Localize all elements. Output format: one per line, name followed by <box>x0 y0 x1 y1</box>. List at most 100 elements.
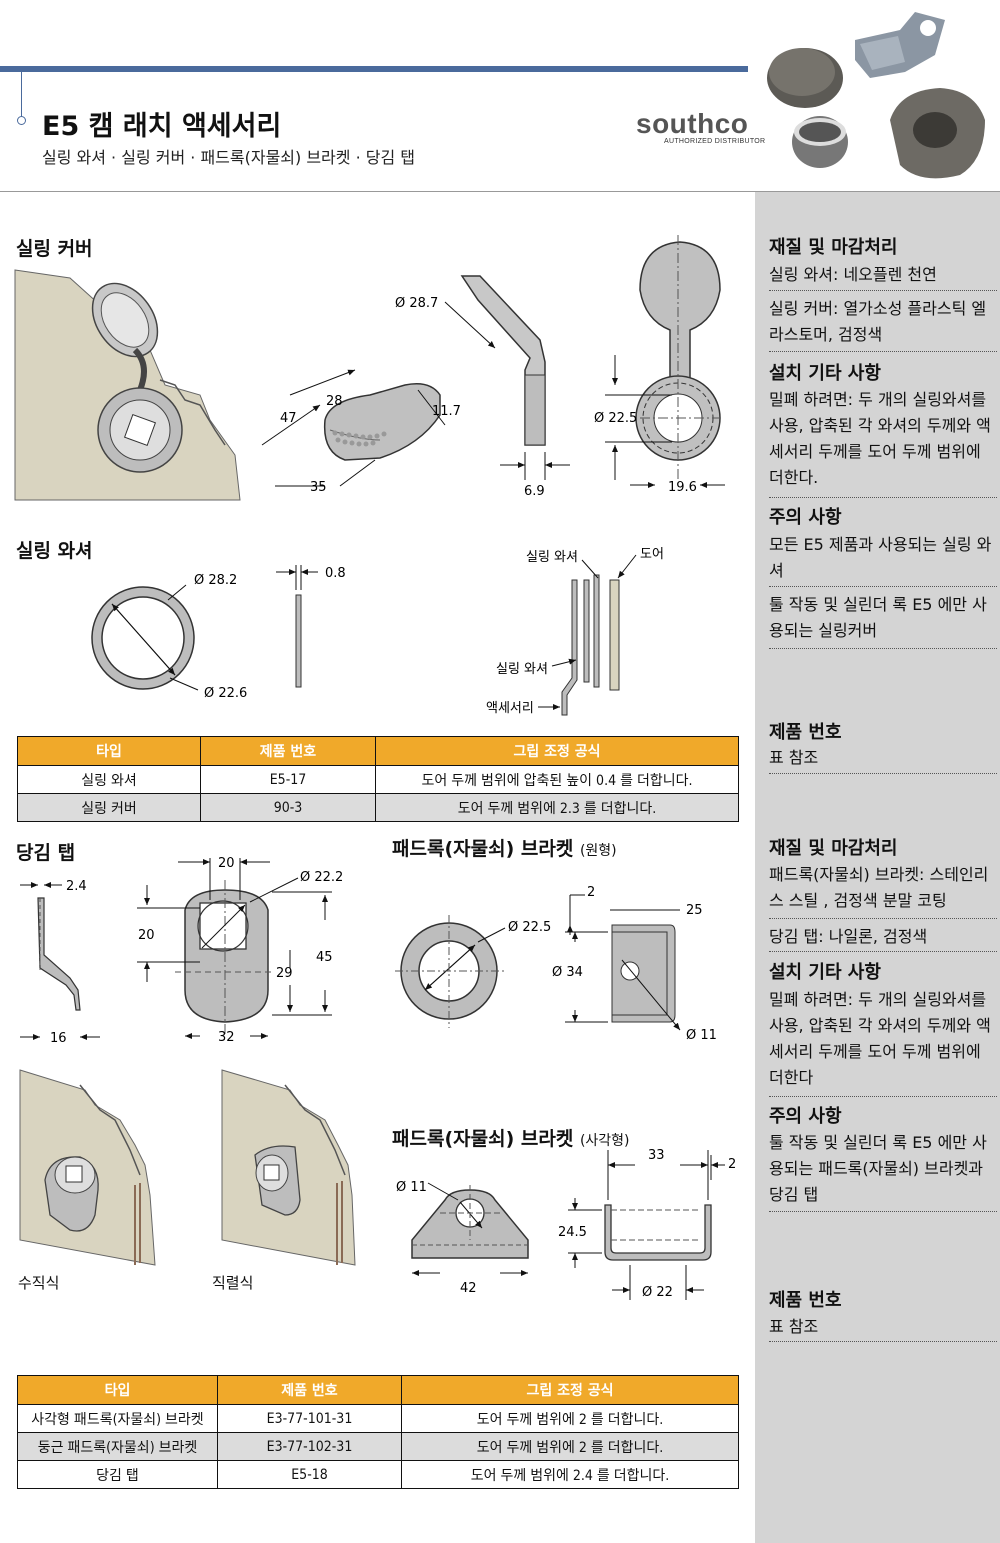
dim-label: 11.7 <box>432 404 461 419</box>
sidebar-partno-heading: 제품 번호 <box>769 722 842 743</box>
table-cell: 당김 탭 <box>17 1460 218 1489</box>
dim-label: Ø 11 <box>396 1180 427 1195</box>
caption-parallel: 직렬식 <box>212 1274 254 1292</box>
sidebar-divider <box>769 497 997 498</box>
square-bracket-front-view <box>411 1182 529 1276</box>
dim-label: Ø 28.2 <box>194 573 237 588</box>
table-header: 제품 번호 <box>217 1375 402 1405</box>
table-cell: 도어 두께 범위에 2.3 를 더합니다. <box>375 793 739 822</box>
dim-label: 16 <box>50 1031 67 1046</box>
dim-label: Ø 22 <box>642 1285 673 1300</box>
sidebar-text: 툴 작동 및 실린더 록 E5 에만 사용되는 실링커버 <box>769 595 987 640</box>
section-title-pull-tab: 당김 탭 <box>16 842 76 864</box>
sidebar-text: 실링 와셔: 네오플렌 천연 <box>769 265 937 284</box>
table-row: 사각형 패드록(자물쇠) 브라켓 E3-77-101-31 도어 두께 범위에 … <box>17 1404 739 1433</box>
square-bracket-side-view <box>568 1150 725 1300</box>
spec-table-washer-cover: 타입 제품 번호 그립 조정 공식 실링 와셔 E5-17 도어 두께 범위에 … <box>17 736 739 822</box>
dim-label: Ø 22.6 <box>204 686 247 701</box>
callout-label: 액세서리 <box>486 701 534 716</box>
table-cell: 실링 커버 <box>17 793 201 822</box>
table-header: 타입 <box>17 1375 218 1405</box>
sidebar-text: 모든 E5 제품과 사용되는 실링 와셔 <box>769 535 992 580</box>
dim-label: 45 <box>316 950 333 965</box>
cover-front-view <box>605 235 725 488</box>
page-title: E5 캠 래치 액세서리 <box>42 111 282 142</box>
table-row: 실링 와셔 E5-17 도어 두께 범위에 압축된 높이 0.4 를 더합니다. <box>17 765 739 794</box>
table-header: 그립 조정 공식 <box>401 1375 739 1405</box>
header-marker-dot <box>17 116 26 125</box>
section-title-sealing-cover: 실링 커버 <box>16 238 93 260</box>
sidebar-divider <box>769 1341 997 1342</box>
cover-install-illustration <box>14 269 241 501</box>
dim-label: Ø 34 <box>552 965 583 980</box>
table-header: 타입 <box>17 736 201 766</box>
bracket-photo <box>855 12 945 78</box>
pull-tab-side-view <box>20 882 100 1040</box>
table-cell: E5-17 <box>200 765 376 794</box>
dim-label: 2 <box>587 885 595 900</box>
section-title-sealing-washer: 실링 와셔 <box>16 540 93 562</box>
sidebar-divider <box>769 290 997 291</box>
caption-vertical: 수직식 <box>18 1274 60 1292</box>
washer-side-view <box>276 565 318 688</box>
sidebar-divider <box>769 586 997 587</box>
cover-side-view <box>444 275 570 480</box>
table-header: 제품 번호 <box>200 736 376 766</box>
dim-label: 25 <box>686 903 703 918</box>
sidebar-divider <box>769 1096 997 1097</box>
dim-label: 42 <box>460 1281 477 1296</box>
dim-label: 6.9 <box>524 484 545 499</box>
dim-label: 35 <box>310 480 327 495</box>
table-cell: 사각형 패드록(자물쇠) 브라켓 <box>17 1404 218 1433</box>
sidebar-panel <box>755 192 1000 1543</box>
table-row: 당김 탭 E5-18 도어 두께 범위에 2.4 를 더합니다. <box>17 1460 739 1489</box>
sidebar-caution-heading: 주의 사항 <box>769 1106 842 1127</box>
cover-3d-view <box>261 369 446 487</box>
sidebar-text: 툴 작동 및 실린더 록 E5 에만 사용되는 패드록(자물쇠) 브라켓과 당김… <box>769 1133 987 1204</box>
dim-label: 20 <box>218 856 235 871</box>
dim-label: 47 <box>280 411 297 426</box>
table-row: 실링 커버 90-3 도어 두께 범위에 2.3 를 더합니다. <box>17 793 739 822</box>
dim-label: 29 <box>276 966 293 981</box>
ring-photo <box>792 116 848 168</box>
round-bracket-side-view <box>565 894 681 1031</box>
dim-label: Ø 22.5 <box>508 920 551 935</box>
table-header: 그립 조정 공식 <box>375 736 739 766</box>
pull-tab-front-view <box>137 858 332 1039</box>
dim-label: 20 <box>138 928 155 943</box>
page-subtitle: 실링 와셔 · 실링 커버 · 패드록(자물쇠) 브라켓 · 당김 탭 <box>42 148 416 167</box>
sidebar-install-heading: 설치 기타 사항 <box>769 363 881 384</box>
table-cell: E3-77-102-31 <box>217 1432 402 1461</box>
sidebar-divider <box>769 951 997 952</box>
table-cell: 도어 두께 범위에 2.4 를 더합니다. <box>401 1460 739 1489</box>
round-bracket-front-view <box>395 915 506 1028</box>
table-cell: 도어 두께 범위에 2 를 더합니다. <box>401 1404 739 1433</box>
table-cell: E5-18 <box>217 1460 402 1489</box>
cover-photo <box>767 48 843 108</box>
dim-label: 0.8 <box>325 566 346 581</box>
callout-label: 도어 <box>640 547 664 562</box>
dim-label: Ø 11 <box>686 1028 717 1043</box>
sidebar-divider <box>769 1211 997 1212</box>
sidebar-partno-heading: 제품 번호 <box>769 1290 842 1311</box>
sidebar-text: 표 참조 <box>769 748 819 767</box>
header-divider <box>0 191 1000 192</box>
table-cell: 실링 와셔 <box>17 765 201 794</box>
sidebar-text: 밀폐 하려면: 두 개의 실링와셔를 사용, 압축된 각 와셔의 두께와 액세서… <box>769 390 991 487</box>
sidebar-caution-heading: 주의 사항 <box>769 507 842 528</box>
sidebar-text: 밀폐 하려면: 두 개의 실링와셔를 사용, 압축된 각 와셔의 두께와 액세서… <box>769 990 991 1087</box>
sidebar-divider <box>769 648 997 649</box>
callout-label: 실링 와셔 <box>526 550 578 565</box>
sidebar-divider <box>769 918 997 919</box>
table-cell: E3-77-101-31 <box>217 1404 402 1433</box>
sealing-washer-drawings: Ø 28.2 Ø 22.6 0.8 실링 와셔 도어 실링 와셔 액세서리 <box>91 547 664 716</box>
washer-stack-illustration <box>538 554 637 716</box>
sidebar-divider <box>769 351 997 352</box>
sidebar-text: 당김 탭: 나일론, 검정색 <box>769 927 928 946</box>
pull-tab-and-round-bracket-drawings: 2.4 16 20 20 Ø 22.2 45 29 32 Ø 22.5 2 25… <box>20 856 717 1046</box>
sidebar-text: 실링 커버: 열가소성 플라스틱 엘라스토머, 검정색 <box>769 299 987 344</box>
table-cell: 둥근 패드록(자물쇠) 브라켓 <box>17 1432 218 1461</box>
sidebar-text: 표 참조 <box>769 1317 819 1336</box>
parallel-install-illustration <box>221 1069 356 1266</box>
table-cell: 도어 두께 범위에 2 를 더합니다. <box>401 1432 739 1461</box>
